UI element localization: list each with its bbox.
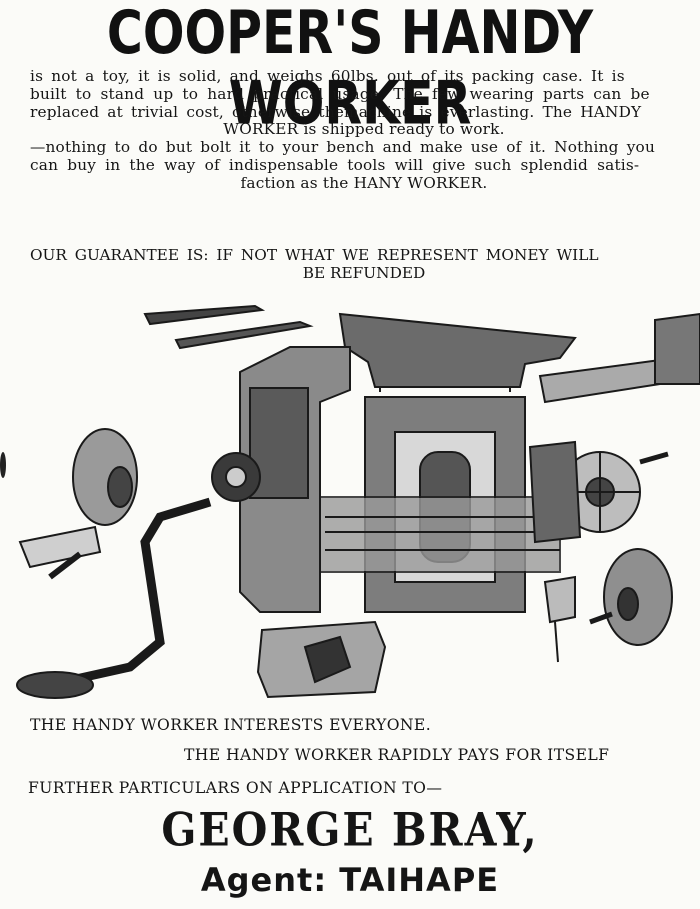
pays-line: THE HANDY WORKER RAPIDLY PAYS FOR ITSELF [184,746,610,764]
body-line-6: can buy in the way of indispensable tool… [30,155,640,174]
body-paragraph: is not a toy, it is solid, and weighs 60… [30,67,698,193]
handwheel-icon [528,440,669,544]
crank-handle-icon [16,497,212,699]
body-line-2: built to stand up to hard practical usag… [30,84,650,103]
vice-jaw-icon [338,312,577,392]
rail-icon [538,312,700,404]
machine-engraving [16,304,700,699]
gear-housing-icon [211,346,351,613]
guarantee-line-2: BE REFUNDED [302,264,426,282]
body-line-7: faction as the HANY WORKER. [240,173,488,192]
body-line-4: WORKER is shipped ready to work. [223,120,505,139]
body-line-3: replaced at trivial cost, otherwise them… [30,102,642,121]
chisel-icon [143,304,314,350]
frame-icon [319,396,561,613]
left-margin-mark [0,452,6,478]
agent-location: Agent: TAIHAPE [200,861,500,899]
body-line-5: —nothing to do but bolt it to your bench… [30,138,656,157]
headline: COOPER'S HANDY WORKER [106,0,594,139]
grinding-wheel-icon [18,428,138,580]
interests-line: THE HANDY WORKER INTERESTS EVERYONE. [30,716,432,734]
guarantee-text: OUR GUARANTEE IS: IF NOT WHAT WE REPRESE… [30,246,698,282]
small-wheel-icon [543,548,673,663]
particulars-line: FURTHER PARTICULARS ON APPLICATION TO— [28,779,443,797]
vice-block-icon [256,620,387,699]
guarantee-line-1: OUR GUARANTEE IS: IF NOT WHAT WE REPRESE… [30,246,599,264]
agent-name: GEORGE BRAY, [161,803,539,857]
body-line-1: is not a toy, it is solid, and weighs 60… [30,67,625,85]
